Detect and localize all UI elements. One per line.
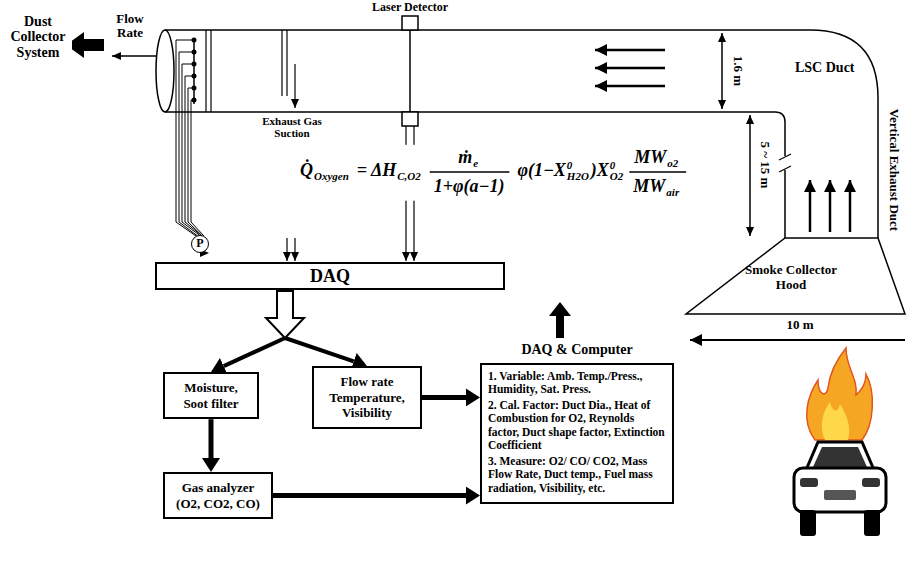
dimension-label: 10 m [786,318,813,332]
block-arrow [549,302,571,338]
duct-end [156,30,174,112]
computer-box: DAQ & Computer1. Variable: Amb. Temp./Pr… [480,363,674,504]
fire-flame [807,348,873,440]
daq-box: DAQ [155,262,505,290]
box-heading: DAQ & Computer [462,342,692,358]
formula-term: )X [591,161,609,179]
formula-term: φ(1−X [517,161,565,179]
dimension-arrow [749,115,751,236]
dimension-arrow [721,33,723,109]
signal-line [286,238,287,261]
node-label: 3. Measure: O2/ CO/ CO2, Mass Flow Rate,… [488,455,666,495]
smoke-hood: Smoke Collector Hood [686,238,912,315]
system-name: Dust Collector System [4,14,72,60]
dimension-label: 1.6 m [731,56,745,86]
hood-shape [686,238,905,314]
formula-term: e [473,158,478,169]
formula-term: MW [634,148,666,166]
flow-arrow [809,180,812,232]
car-grille [824,490,856,500]
formula-term: 1+φ(a−1) [434,177,505,195]
flange-line [205,30,206,112]
duct-wall [165,112,785,238]
formula-term: H2O [567,171,589,182]
node-label: Moisture, Soot filter [171,380,251,411]
car-cabin [806,442,874,470]
formula-term: o2 [667,158,678,169]
fraction-bar [629,171,686,172]
pitot-rake [193,38,195,104]
sensor-box: Flow rate Temperature, Visibility [312,366,422,429]
filter-box: Moisture, Soot filter [163,372,259,419]
flow-arrow [595,85,665,88]
node-label: Smoke Collector Hood [741,262,841,292]
gas-probe [281,30,282,96]
flow-arrow [273,493,466,498]
flow-arrow [209,419,214,458]
node-label: P [192,236,208,251]
flow-label: Flow Rate [106,12,154,41]
laser-detector [402,112,418,126]
laser-beam [409,30,411,112]
flow-arrow [595,49,665,52]
formula-term: MW [633,177,665,195]
analyzer-box: Gas analyzer (O2, CO2, CO) [163,472,273,519]
node-label: 1. Variable: Amb. Temp./Press., Humidity… [488,370,666,397]
formula-term: ṁ [458,148,472,166]
car-wheel [864,510,880,536]
duct-name: LSC Duct [795,60,855,75]
flange-line [210,30,211,112]
flow-arrow [849,180,852,232]
flow-arrow [112,55,156,56]
node-label: Gas analyzer (O2, CO2, CO) [171,480,265,511]
formula-term: = ΔH [357,161,396,179]
pressure-tube [188,88,202,236]
sensor-name: Laser Detector [360,1,460,14]
fire-flame [822,402,849,440]
gas-probe [286,30,287,96]
break-mark [779,154,791,160]
formula-term: O2 [610,171,623,182]
car-wheel [800,510,816,536]
formula-term: Q̇ [300,161,313,179]
laser-detector [402,16,418,30]
node-label: 2. Cal. Factor: Duct Dia., Heat of Combu… [488,399,666,453]
duct-name: Vertical Exhaust Duct [887,109,901,231]
suction-arrow [294,64,295,108]
car-light [862,478,880,487]
formula-term: 0 [567,160,573,171]
fraction-bar [430,171,510,172]
flow-arrow [595,67,665,70]
car-body [794,468,886,512]
node-label: DAQ [310,266,350,286]
break-mark [779,166,791,172]
formula-term: Oxygen [314,171,349,182]
pressure-sensor: P [191,235,209,253]
probe-label: Exhaust Gas Suction [252,115,332,139]
flow-arrow [829,180,832,232]
formula-term: air [666,187,679,198]
flow-arrow [422,395,466,400]
car-window [813,447,867,467]
car-light [800,478,818,487]
formula-term: 0 [610,160,616,171]
hollow-arrow [266,291,304,338]
duct-wall [165,30,878,238]
dimension-label: 5 ~ 15 m [758,142,772,189]
node-label: Flow rate Temperature, Visibility [320,374,414,421]
dimension-arrow [690,339,905,341]
pressure-tube [191,100,204,236]
formula-ground [296,145,683,201]
formula-term: C,O2 [397,171,421,182]
signal-line [294,238,295,261]
